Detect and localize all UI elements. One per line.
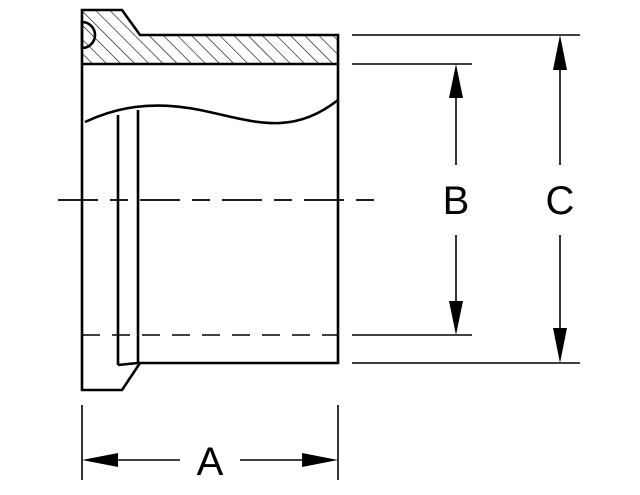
seal-groove xyxy=(80,20,97,50)
dimension-b: B xyxy=(443,64,470,335)
flange-chamfer-line xyxy=(117,361,139,367)
dimension-c: C xyxy=(546,35,575,363)
dimension-a: A xyxy=(81,405,339,484)
dimension-c-label: C xyxy=(546,179,575,223)
dimension-b-label: B xyxy=(443,179,470,223)
dimension-a-label: A xyxy=(197,440,224,484)
break-line xyxy=(84,98,339,125)
section-hatch xyxy=(82,10,338,64)
part-outline xyxy=(80,8,340,392)
